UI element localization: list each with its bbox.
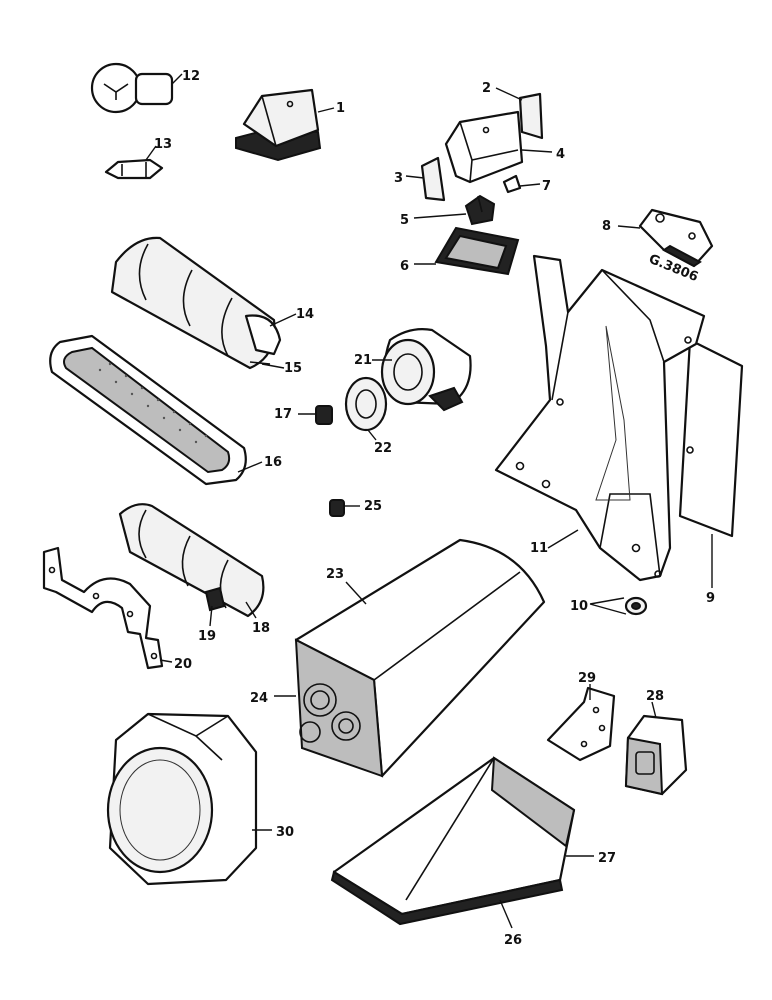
- callout-20: 20: [174, 657, 192, 672]
- part-9-side-plate[interactable]: [678, 338, 744, 588]
- callout-11: 11: [530, 541, 548, 556]
- part-18-lamp-lens[interactable]: [118, 503, 265, 619]
- callout-16: 16: [264, 455, 282, 470]
- callout-13: 13: [154, 137, 172, 152]
- part-12-bulb[interactable]: [90, 62, 183, 114]
- callout-25: 25: [364, 499, 382, 514]
- callout-5: 5: [400, 213, 409, 228]
- part-6-lens-base[interactable]: [414, 226, 520, 276]
- part-17-nut[interactable]: [298, 405, 333, 425]
- part-15-lamp-base[interactable]: [249, 361, 285, 369]
- part-3-side-plate[interactable]: [405, 156, 446, 202]
- callout-30: 30: [276, 825, 294, 840]
- part-19-clip[interactable]: [204, 586, 226, 627]
- part-10-grommet[interactable]: [589, 596, 648, 616]
- callout-23: 23: [326, 567, 344, 582]
- part-16-gasket[interactable]: [49, 334, 263, 486]
- callout-15: 15: [284, 361, 302, 376]
- part-11-bracket[interactable]: [494, 254, 706, 582]
- part-22-lens-cap[interactable]: [344, 376, 388, 441]
- callout-12: 12: [182, 69, 200, 84]
- callout-labels: 12 13 1 2 4 3 7 5 8 6 14 15 21 17 22 16 …: [154, 69, 715, 948]
- callout-18: 18: [252, 621, 270, 636]
- callout-29: 29: [578, 671, 596, 686]
- callout-22: 22: [374, 441, 392, 456]
- part-14-lamp-lens[interactable]: [110, 236, 297, 370]
- part-5-bulb-holder[interactable]: [413, 194, 496, 226]
- part-28-square-lamp[interactable]: [624, 701, 688, 796]
- callout-9: 9: [706, 591, 715, 606]
- callout-10: 10: [570, 599, 588, 614]
- callout-27: 27: [598, 851, 616, 866]
- callout-19: 19: [198, 629, 216, 644]
- part-30-head-lamp[interactable]: [106, 712, 272, 886]
- callout-1: 1: [336, 101, 345, 116]
- part-20-strap-bracket[interactable]: [42, 546, 173, 670]
- callout-17: 17: [274, 407, 292, 422]
- part-2-side-plate[interactable]: [495, 87, 544, 140]
- callout-8: 8: [602, 219, 611, 234]
- part-1-marker-lamp[interactable]: [235, 88, 335, 162]
- callout-3: 3: [394, 171, 403, 186]
- callout-4: 4: [556, 147, 565, 162]
- part-7-screw[interactable]: [502, 174, 541, 194]
- part-26-lamp-base[interactable]: [330, 756, 576, 929]
- part-29-angle-bracket[interactable]: [546, 684, 616, 762]
- part-13-festoon-bulb[interactable]: [104, 145, 164, 180]
- callout-14: 14: [296, 307, 314, 322]
- callout-28: 28: [646, 689, 664, 704]
- part-4-housing[interactable]: [444, 110, 553, 184]
- callout-7: 7: [542, 179, 551, 194]
- part-27-lamp-lens[interactable]: [490, 756, 594, 857]
- part-8-small-lamp[interactable]: [617, 208, 714, 268]
- part-25-nut[interactable]: [329, 499, 360, 517]
- part-21-round-lamp[interactable]: [372, 328, 472, 412]
- callout-2: 2: [482, 81, 491, 96]
- callout-26: 26: [504, 933, 522, 948]
- part-24-lamp-lens[interactable]: [274, 638, 384, 778]
- callout-6: 6: [400, 259, 409, 274]
- callout-21: 21: [354, 353, 372, 368]
- callout-24: 24: [250, 691, 268, 706]
